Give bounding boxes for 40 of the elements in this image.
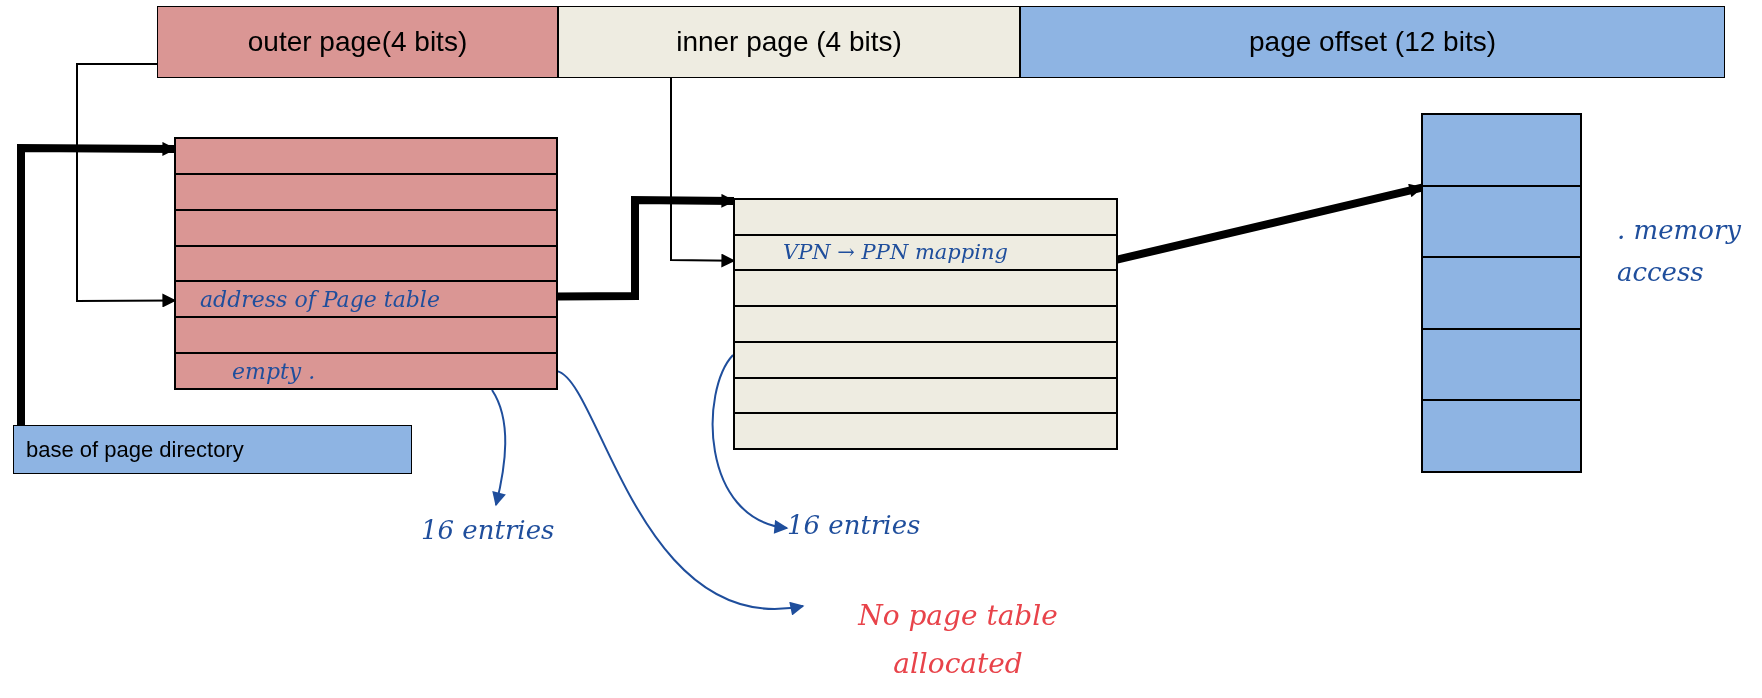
table-row	[175, 209, 557, 246]
table-row	[734, 199, 1117, 235]
handwritten-note: empty .	[232, 357, 316, 386]
table-row	[734, 234, 1117, 271]
table-row	[734, 377, 1117, 414]
table-row	[734, 413, 1117, 449]
table-row	[1422, 185, 1581, 258]
handwritten-note: address of Page table	[200, 285, 440, 314]
table-row	[734, 306, 1117, 342]
handwritten-note: . memory access	[1617, 214, 1742, 289]
table-row	[1422, 400, 1581, 472]
address-field	[157, 6, 558, 78]
arrow	[491, 389, 507, 507]
handwritten-note: 16 entries	[787, 508, 921, 542]
table-row	[175, 138, 557, 174]
address-field	[558, 6, 1020, 78]
table-row	[175, 353, 557, 389]
arrow	[556, 370, 805, 614]
handwritten-note: No page table allocated	[856, 598, 1059, 682]
table-row	[1422, 328, 1581, 401]
page-table	[174, 137, 558, 390]
register-box	[13, 425, 412, 474]
handwritten-note: 16 entries	[421, 513, 555, 547]
address-field	[1020, 6, 1725, 78]
arrow	[556, 193, 736, 301]
table-row	[175, 281, 557, 318]
field-label: outer page(4 bits)	[247, 25, 468, 59]
table-row	[734, 270, 1117, 307]
table-row	[175, 245, 557, 282]
table-row	[175, 317, 557, 354]
handwritten-note: VPN → PPN mapping	[783, 238, 1008, 266]
table-row	[1422, 114, 1581, 186]
field-label: page offset (12 bits)	[1249, 25, 1496, 59]
table-row	[734, 341, 1117, 378]
table-row	[175, 173, 557, 210]
field-label: base of page directory	[26, 436, 244, 464]
field-label: inner page (4 bits)	[676, 25, 902, 59]
arrow	[711, 354, 789, 533]
table-row	[1422, 257, 1581, 329]
page-table	[733, 198, 1118, 450]
